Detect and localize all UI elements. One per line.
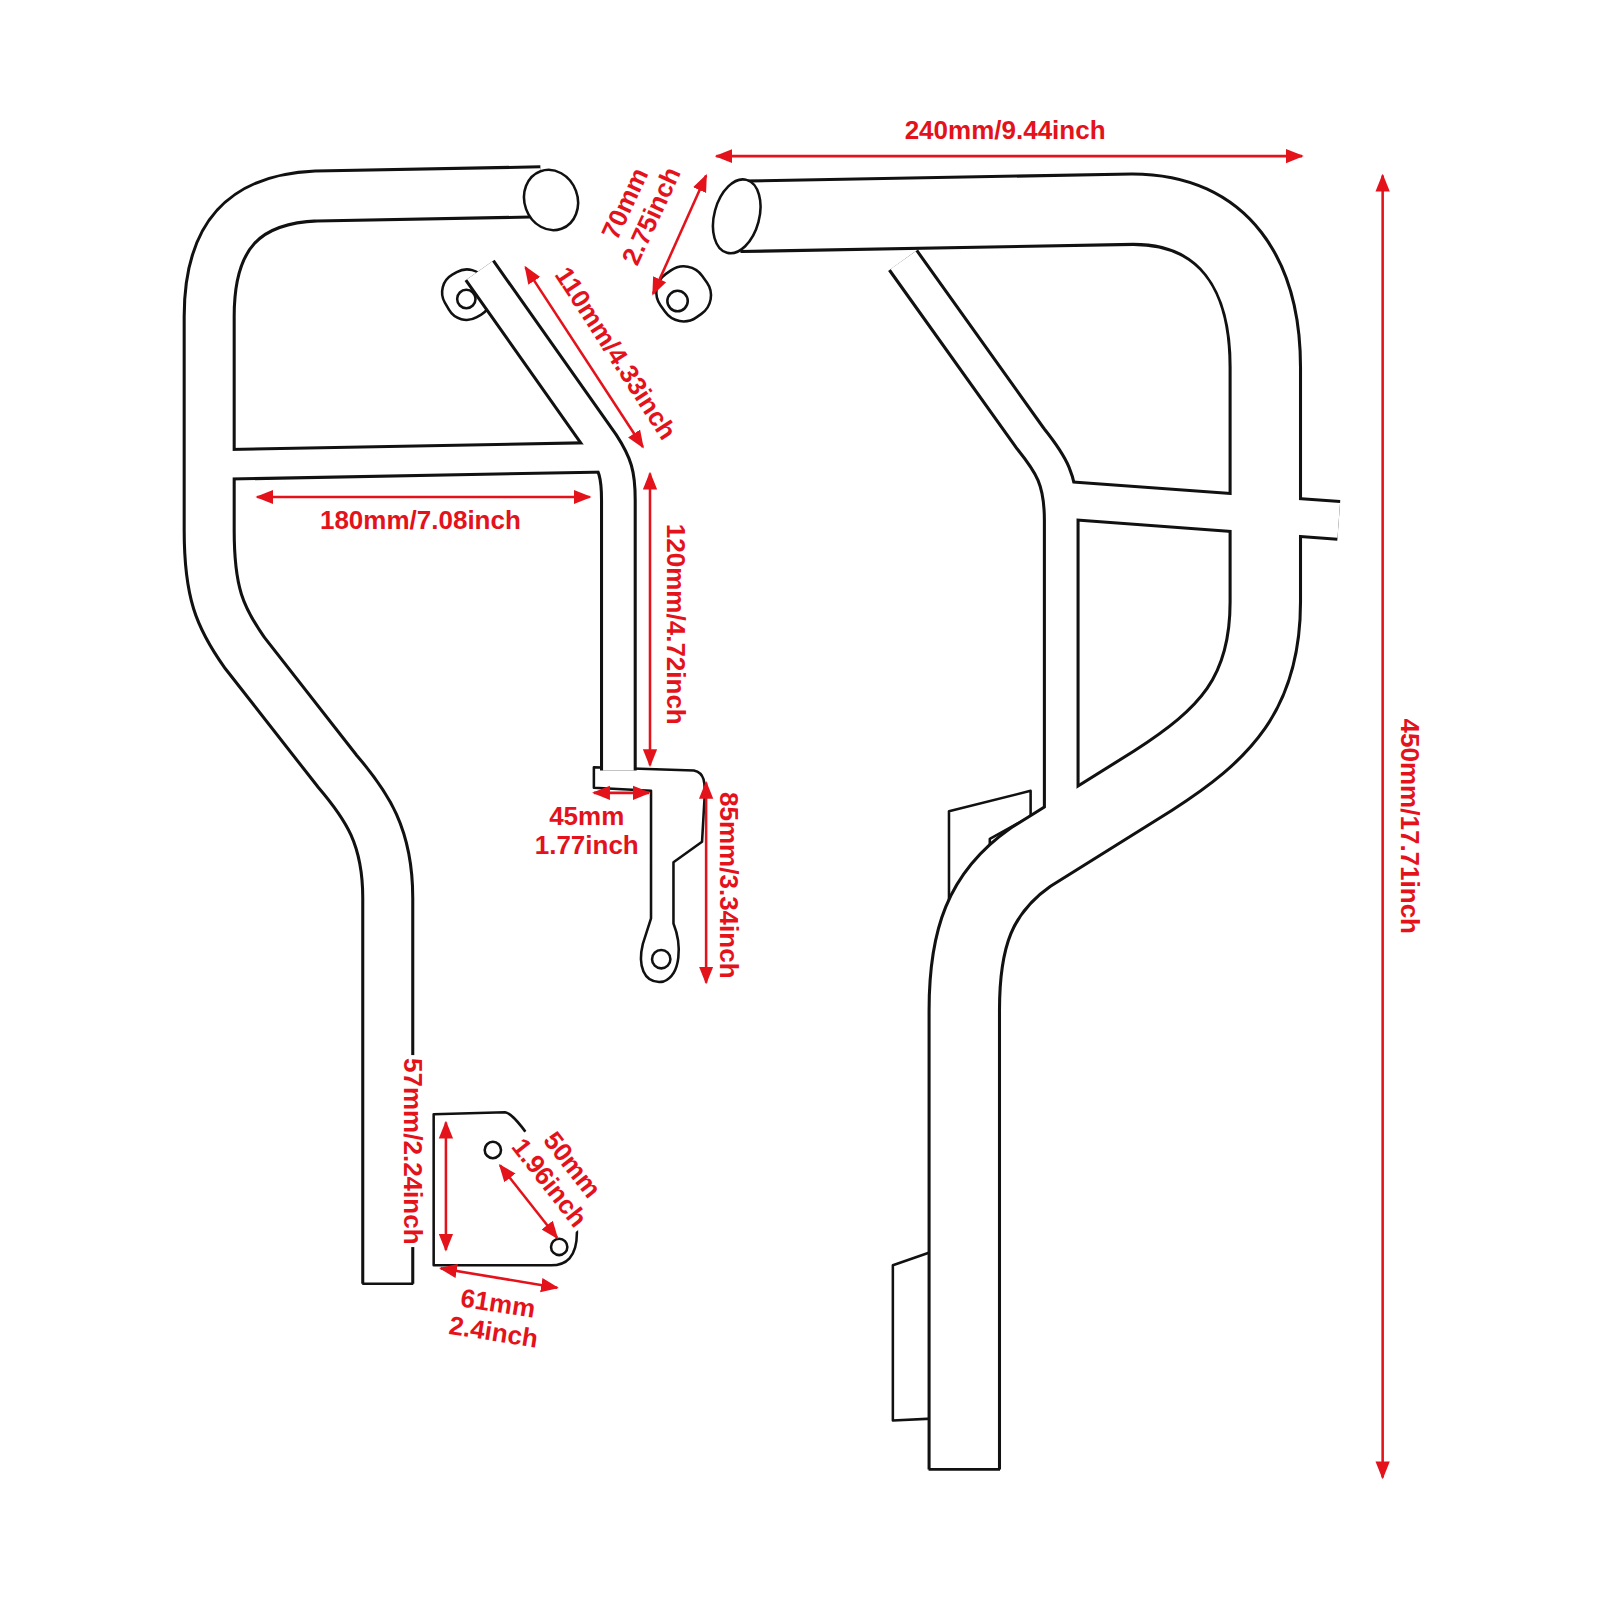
tube [740,209,1266,1469]
tube [209,192,541,1284]
dimension-label: 120mm/4.72inch [661,521,690,728]
dimension-line [716,155,1302,158]
dimension-lines [257,156,1383,1477]
tube-end [362,1282,413,1285]
tube [903,260,1061,816]
mount-tab [648,258,720,331]
tube-end [516,162,587,238]
dimension-label: 180mm/7.08inch [317,506,524,535]
dimension-line [594,792,649,795]
dimension-label: 85mm/3.34inch [714,789,743,981]
dimension-line [445,1122,448,1250]
mount-plate [594,767,705,982]
tube [230,457,608,464]
tube [903,260,1061,816]
dimension-label: 57mm/2.24inch [398,1055,427,1247]
dimension-line [257,496,590,499]
dimension-label: 450mm/17.71inch [1395,716,1424,937]
dimension-line [1381,176,1384,1478]
dimension-line [705,783,708,983]
tube-end [929,1468,1000,1471]
bolt-hole [485,1142,501,1158]
dimension-label: 45mm 1.77inch [532,802,642,859]
tube [740,209,1266,1469]
tube-ends [362,162,1000,1469]
bolt-hole [667,291,687,311]
tube-fill [209,192,1339,1470]
dimension-line [649,473,652,765]
bolt-hole [652,950,670,968]
tube [230,457,608,464]
dimension-label: 61mm 2.4inch [444,1282,547,1353]
tube-outline [209,192,1339,1470]
dimension-label: 240mm/9.44inch [902,116,1109,145]
tube [209,192,541,1284]
tube-end [705,174,768,259]
bolt-hole [551,1239,567,1255]
